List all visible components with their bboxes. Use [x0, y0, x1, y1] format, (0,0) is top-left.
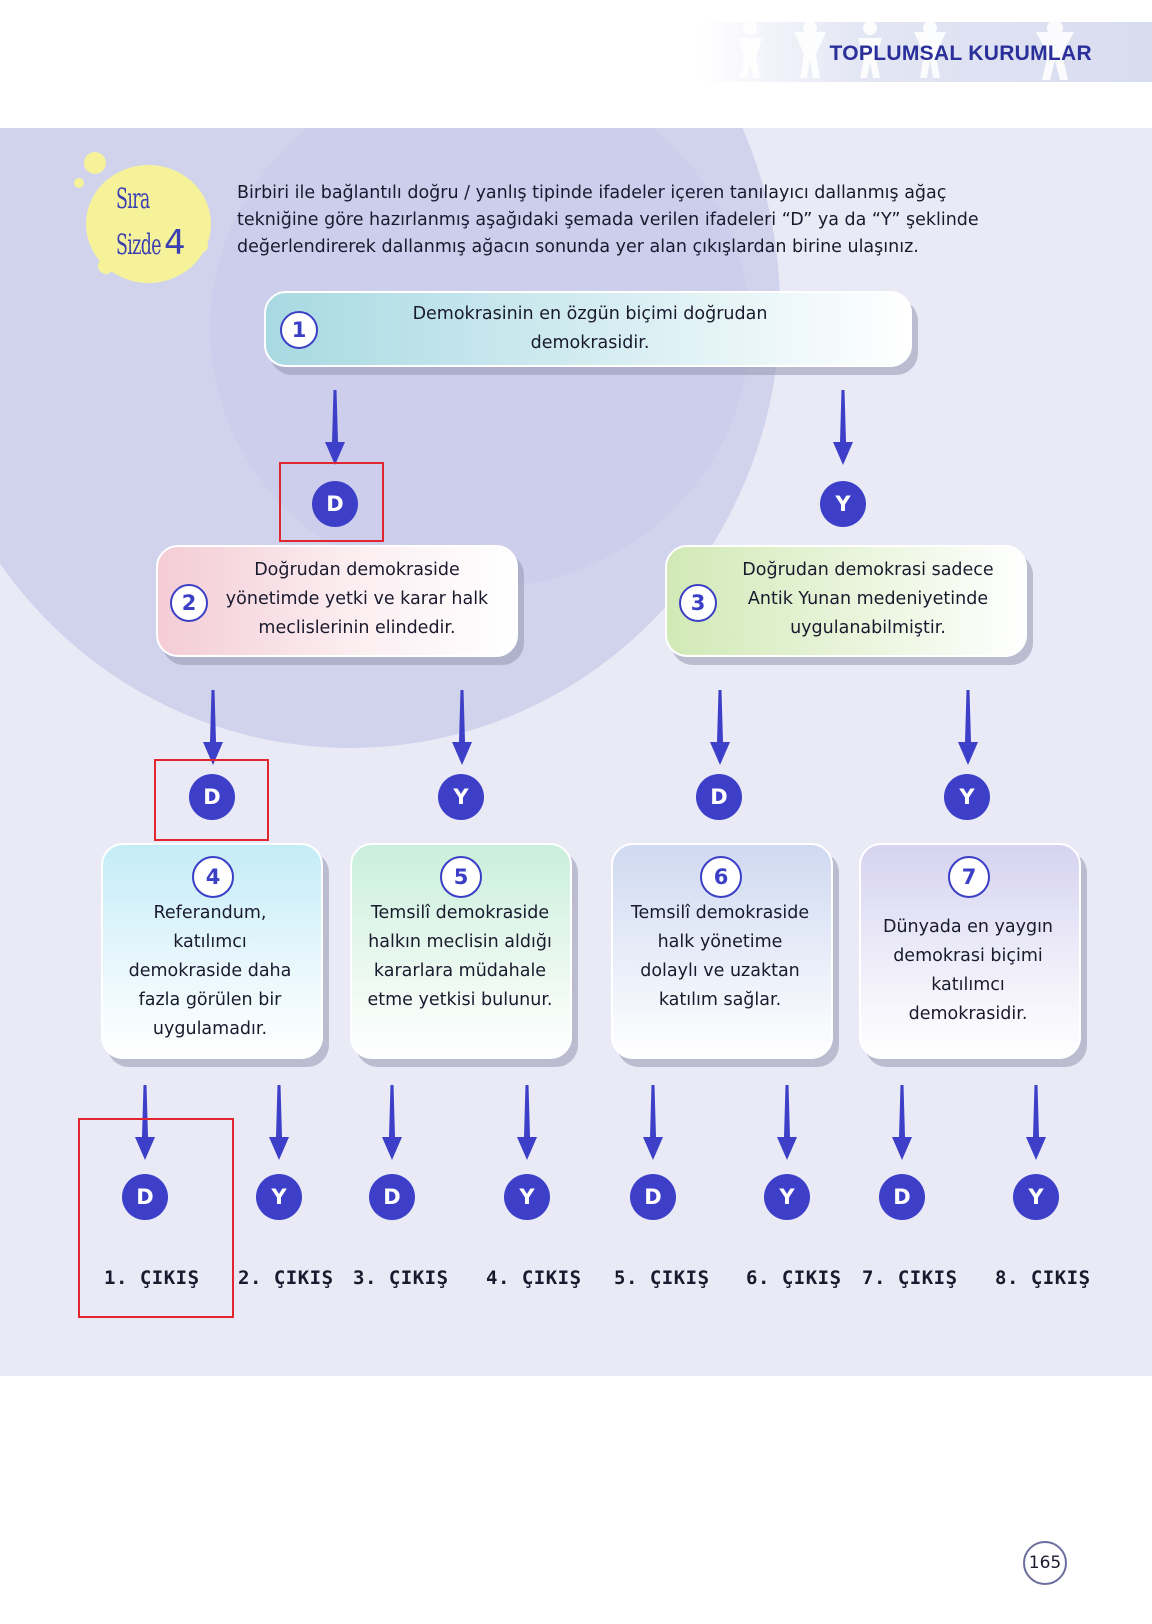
down-arrow-icon: [269, 1085, 289, 1160]
down-arrow-icon: [833, 390, 853, 465]
statement-text: Dünyada en yaygın demokrasi biçimi katıl…: [882, 917, 1054, 1024]
statement-number: 2: [170, 584, 208, 622]
down-arrow-icon: [517, 1085, 537, 1160]
exit-label-8: 8. ÇIKIŞ: [995, 1267, 1091, 1289]
exit-label-4: 4. ÇIKIŞ: [486, 1267, 582, 1289]
down-arrow-icon: [958, 690, 978, 765]
answer-node-y[interactable]: Y: [256, 1174, 302, 1220]
statement-text: Demokrasinin en özgün biçimi doğrudan de…: [412, 304, 768, 353]
answer-node-y[interactable]: Y: [1013, 1174, 1059, 1220]
statement-text: Temsilî demokraside halkın meclisin aldı…: [367, 903, 553, 1010]
decor-dot: [84, 152, 106, 174]
activity-line1: Sıra: [116, 182, 150, 215]
answer-node-d[interactable]: D: [122, 1174, 168, 1220]
statement-text: Doğrudan demokraside yönetimde yetki ve …: [225, 560, 489, 638]
statement-text: Referandum, katılımcı demokraside daha f…: [128, 903, 292, 1039]
answer-node-y[interactable]: Y: [820, 481, 866, 527]
answer-node-y[interactable]: Y: [764, 1174, 810, 1220]
statement-number: 4: [192, 856, 234, 898]
answer-node-d[interactable]: D: [696, 774, 742, 820]
down-arrow-icon: [382, 1085, 402, 1160]
exit-label-7: 7. ÇIKIŞ: [862, 1267, 958, 1289]
selection-highlight: [78, 1118, 234, 1318]
statement-number: 6: [700, 856, 742, 898]
down-arrow-icon: [1026, 1085, 1046, 1160]
statement-box-2: [156, 545, 518, 657]
answer-node-d[interactable]: D: [189, 774, 235, 820]
activity-label: Sıra Sizde: [116, 176, 162, 268]
down-arrow-icon: [777, 1085, 797, 1160]
activity-number: 4: [164, 223, 186, 263]
exit-label-1: 1. ÇIKIŞ: [104, 1267, 200, 1289]
selection-highlight: [279, 462, 384, 542]
instructions-text: Birbiri ile bağlantılı doğru / yanlış ti…: [237, 183, 979, 257]
selection-highlight: [154, 759, 269, 841]
down-arrow-icon: [325, 390, 345, 465]
exit-label-6: 6. ÇIKIŞ: [746, 1267, 842, 1289]
page-number: 165: [1023, 1541, 1067, 1585]
answer-node-d[interactable]: D: [312, 481, 358, 527]
answer-node-y[interactable]: Y: [504, 1174, 550, 1220]
answer-node-d[interactable]: D: [879, 1174, 925, 1220]
down-arrow-icon: [643, 1085, 663, 1160]
section-title: TOPLUMSAL KURUMLAR: [829, 42, 1092, 65]
answer-node-y[interactable]: Y: [438, 774, 484, 820]
answer-node-y[interactable]: Y: [944, 774, 990, 820]
down-arrow-icon: [452, 690, 472, 765]
answer-node-d[interactable]: D: [369, 1174, 415, 1220]
exit-label-5: 5. ÇIKIŞ: [614, 1267, 710, 1289]
down-arrow-icon: [892, 1085, 912, 1160]
decor-dot: [74, 178, 84, 188]
down-arrow-icon: [203, 690, 223, 765]
statement-box-1: [264, 291, 912, 367]
statement-text: Doğrudan demokrasi sadece Antik Yunan me…: [742, 560, 994, 638]
statement-text: Temsilî demokraside halk yönetime dolayl…: [630, 903, 810, 1010]
answer-node-d[interactable]: D: [630, 1174, 676, 1220]
down-arrow-icon: [710, 690, 730, 765]
statement-number: 3: [679, 584, 717, 622]
statement-number: 5: [440, 856, 482, 898]
exit-label-2: 2. ÇIKIŞ: [238, 1267, 334, 1289]
statement-box-3: [665, 545, 1027, 657]
activity-badge: [86, 165, 211, 283]
statement-number: 7: [948, 856, 990, 898]
activity-line2: Sizde: [116, 228, 162, 261]
exit-label-3: 3. ÇIKIŞ: [353, 1267, 449, 1289]
people-figures-icon: [738, 20, 1074, 80]
statement-number: 1: [280, 311, 318, 349]
